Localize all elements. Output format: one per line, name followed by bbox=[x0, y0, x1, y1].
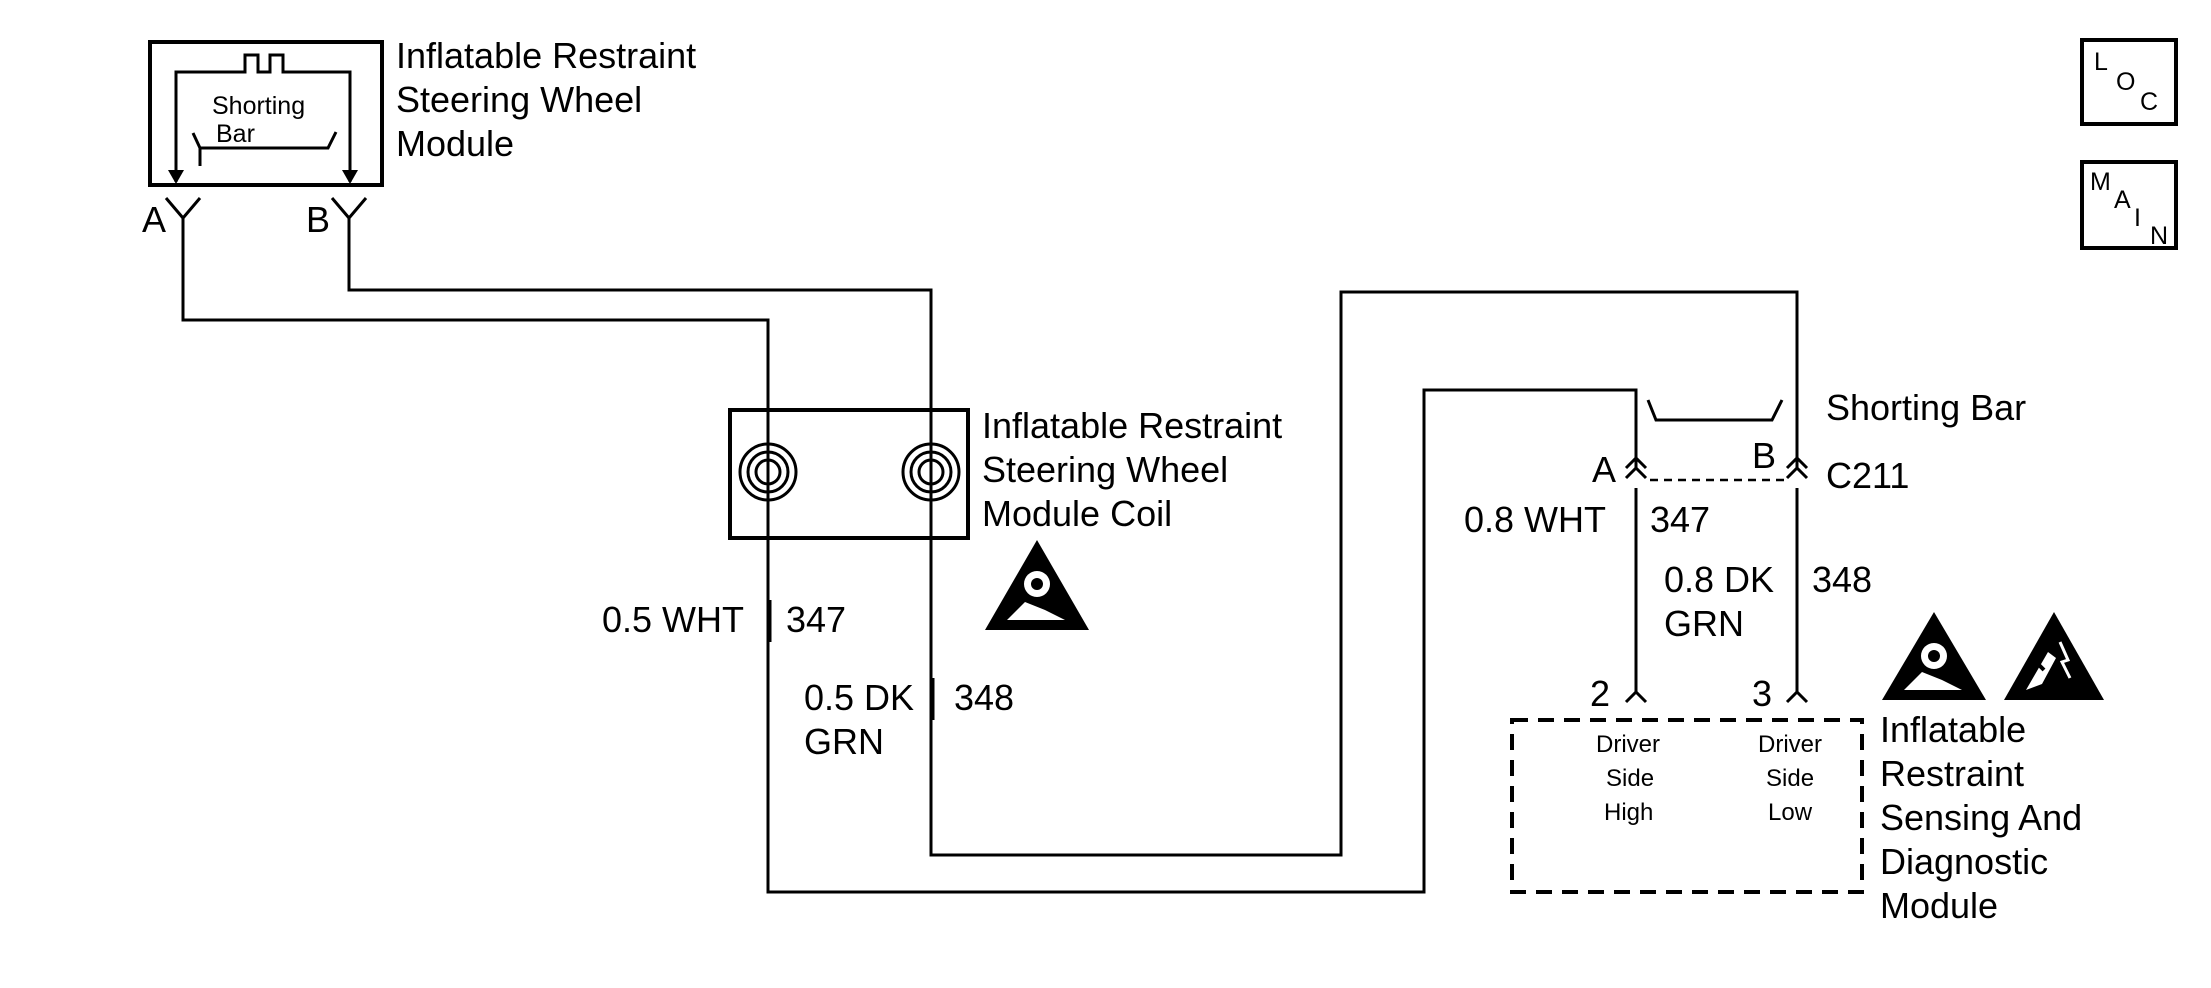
pin-3-label: 3 bbox=[1752, 673, 1772, 714]
coil-outline bbox=[728, 408, 970, 540]
svg-text:N: N bbox=[2150, 222, 2168, 250]
pin-2-label: 2 bbox=[1590, 673, 1610, 714]
high-line2: Side bbox=[1606, 765, 1654, 792]
module-lead-b-arrow bbox=[342, 170, 358, 184]
nav-main-button[interactable]: M A I N bbox=[2080, 160, 2178, 250]
coil-title-line3: Module Coil bbox=[982, 493, 1172, 534]
low-line1: Driver bbox=[1758, 731, 1822, 758]
shorting-bar-symbol bbox=[174, 53, 352, 110]
right-grn-color-line2: GRN bbox=[1664, 603, 1744, 644]
module-title-line2: Steering Wheel bbox=[396, 79, 642, 120]
svg-text:O: O bbox=[2116, 68, 2135, 96]
terminal-a-symbol bbox=[164, 197, 202, 232]
low-line3: Low bbox=[1768, 799, 1813, 826]
low-line2: Side bbox=[1766, 765, 1814, 792]
right-wht-circuit: 347 bbox=[1650, 499, 1710, 540]
left-wht-circuit: 347 bbox=[786, 599, 846, 640]
terminal-b-label: B bbox=[306, 199, 330, 240]
coil-title-line1: Inflatable Restraint bbox=[982, 405, 1282, 446]
svg-text:L: L bbox=[2094, 48, 2108, 76]
pin-3-symbol bbox=[1785, 689, 1809, 704]
coil-left-spiral bbox=[738, 442, 798, 502]
left-grn-circuit: 348 bbox=[954, 677, 1014, 718]
right-grn-circuit: 348 bbox=[1812, 559, 1872, 600]
connector-shorting-bar bbox=[1646, 399, 1784, 422]
module-title-line1: Inflatable Restraint bbox=[396, 35, 696, 76]
shorting-bar-label-line2: Bar bbox=[216, 120, 255, 148]
module-shorting-bar-contact bbox=[198, 131, 338, 166]
right-grn-color-line1: 0.8 DK bbox=[1664, 559, 1774, 600]
right-wht-color: 0.8 WHT bbox=[1464, 499, 1606, 540]
nav-loc-button[interactable]: L O C bbox=[2080, 38, 2178, 126]
connector-name: C211 bbox=[1826, 455, 1909, 496]
module-outline bbox=[148, 40, 384, 187]
terminal-b-symbol bbox=[330, 197, 368, 232]
svg-text:A: A bbox=[2114, 186, 2131, 214]
steering-wheel-module-coil: Inflatable Restraint Steering Wheel Modu… bbox=[728, 405, 1282, 630]
svg-text:M: M bbox=[2090, 168, 2111, 196]
esd-sensitive-icon bbox=[2004, 612, 2104, 700]
high-line1: Driver bbox=[1596, 731, 1660, 758]
module-title-line3: Module bbox=[396, 123, 514, 164]
connector-c211: Shorting Bar A B C211 bbox=[1592, 387, 2026, 496]
left-grn-color-line2: GRN bbox=[804, 721, 884, 762]
sdm-title-line3: Sensing And bbox=[1880, 797, 2082, 838]
sensing-diagnostic-module: 2 3 Driver Side High Driver Side Low Inf… bbox=[1510, 612, 2104, 926]
left-wht-color: 0.5 WHT bbox=[602, 599, 744, 640]
module-lead-a-arrow bbox=[168, 170, 184, 184]
sdm-title-line4: Diagnostic bbox=[1880, 841, 2048, 882]
terminal-a-label: A bbox=[142, 199, 166, 240]
airbag-warning-icon bbox=[985, 540, 1089, 630]
wire-348 bbox=[347, 232, 1799, 857]
pin-b-label: B bbox=[1752, 435, 1776, 476]
sdm-title-line5: Module bbox=[1880, 885, 1998, 926]
sdm-title-line1: Inflatable bbox=[1880, 709, 2026, 750]
sdm-title-line2: Restraint bbox=[1880, 753, 2024, 794]
coil-title-line2: Steering Wheel bbox=[982, 449, 1228, 490]
svg-text:I: I bbox=[2134, 204, 2141, 232]
wire-labels-left: 0.5 WHT 347 0.5 DK GRN 348 bbox=[602, 599, 1014, 762]
pin-a-symbol bbox=[1624, 455, 1648, 480]
wire-347 bbox=[181, 232, 1638, 894]
pin-b-symbol bbox=[1785, 455, 1809, 480]
airbag-warning-icon-sdm bbox=[1882, 612, 1986, 700]
connector-shorting-bar-label: Shorting Bar bbox=[1826, 387, 2026, 428]
steering-wheel-module: Shorting Bar Inflatable Restraint Steeri… bbox=[142, 35, 696, 240]
shorting-bar-label-line1: Shorting bbox=[212, 92, 305, 120]
left-grn-color-line1: 0.5 DK bbox=[804, 677, 914, 718]
pin-2-symbol bbox=[1624, 689, 1648, 704]
module-shorting-bar-contact-left bbox=[191, 132, 202, 149]
high-line3: High bbox=[1604, 799, 1653, 826]
pin-a-label: A bbox=[1592, 449, 1616, 490]
wire-labels-right: 0.8 WHT 347 0.8 DK GRN 348 bbox=[1464, 499, 1872, 644]
wires bbox=[181, 232, 1799, 894]
svg-text:C: C bbox=[2140, 88, 2158, 116]
coil-right-spiral bbox=[901, 442, 961, 502]
